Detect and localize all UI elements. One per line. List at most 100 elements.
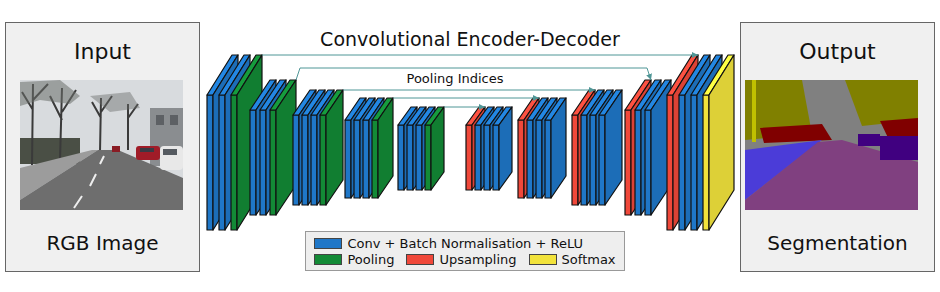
slab-front [354,120,360,198]
seg-pole [752,80,756,142]
slab-front [475,125,481,190]
slab-front [250,110,256,215]
conv-layer [599,90,622,205]
slab-front [635,110,641,215]
pooling-layer [320,90,343,205]
photo-window [156,115,164,125]
segmentation-map [745,80,918,210]
slab-front [645,110,651,215]
panel-heading: Output [799,39,875,65]
panel-caption: RGB Image [46,231,158,255]
pooling-index-line [444,107,485,108]
photo-car [136,146,160,160]
slab-front [231,95,237,230]
legend-entry: Conv + Batch Normalisation + ReLU [314,236,583,251]
photo-window [170,115,178,125]
slab-front [581,115,587,205]
legend-entry: Softmax [529,252,616,267]
slab-front [599,115,605,205]
slab-front [302,115,308,205]
pooling-layer [425,107,444,190]
slab-front [572,115,578,205]
slab-front [398,125,404,190]
legend-text: Conv + Batch Normalisation + ReLU [347,236,583,251]
slab-front [703,95,709,230]
photo-car [112,146,120,152]
pooling-index-line [393,98,539,99]
slab-front [416,125,422,190]
legend-swatch [314,238,342,249]
slab-front [260,110,266,215]
slab-side [499,107,512,190]
slab-front [691,95,697,230]
legend-text: Upsampling [439,252,516,267]
legend-box: Conv + Batch Normalisation + ReLUPooling… [305,231,624,271]
slab-front [345,120,351,198]
conv-layer [493,107,512,190]
panel-ground [740,22,935,272]
slab-front [484,125,490,190]
photo-window [163,149,177,155]
diagram-title: Convolutional Encoder-Decoder [320,29,620,51]
slab-front [207,95,213,230]
slab-side [709,55,734,230]
photo-canopy [20,80,80,106]
slab-front [219,95,225,230]
legend-entry: Pooling [314,252,394,267]
pooling-index-lines [262,55,698,107]
panel-caption: Segmentation [767,231,908,255]
photo-window [140,148,154,152]
photo-marking [74,156,104,208]
slab-side [326,90,343,205]
photo-canopy [90,92,140,112]
legend-text: Softmax [562,252,616,267]
seg-car [880,136,918,160]
pooling-index-line [343,90,595,91]
slab-front [270,110,276,215]
slab-front [311,115,317,205]
conv-layer [545,98,566,198]
slab-front [527,120,533,198]
pooling-layer [372,98,393,198]
seg-sky [745,80,918,210]
slab-front [372,120,378,198]
slab-front [466,125,472,190]
slab-front [545,120,551,198]
legend-swatch [314,254,342,265]
layer-stack [207,55,734,230]
softmax-layer [703,55,734,230]
slab-front [363,120,369,198]
seg-car [858,134,880,146]
slab-front [518,120,524,198]
legend-row: Pooling Upsampling Softmax [314,251,615,267]
slab-front [425,125,431,190]
panel-ground [5,22,200,272]
image-panel: InputRGB Image [5,22,200,272]
slab-front [293,115,299,205]
slab-front [679,95,685,230]
legend-swatch [529,254,557,265]
slab-front [320,115,326,205]
slab-front [667,95,673,230]
slab-front [493,125,499,190]
slab-side [431,107,444,190]
street-photo [20,80,183,210]
image-panel: OutputSegmentation [740,22,935,272]
slab-front [625,110,631,215]
legend-row: Conv + Batch Normalisation + ReLU [314,235,615,251]
slab-side [378,98,393,198]
photo-sky [20,80,183,210]
slab-front [407,125,413,190]
photo-car [160,146,183,170]
legend-text: Pooling [347,252,394,267]
annotation-label: Pooling Indices [405,72,506,87]
legend-swatch [406,254,434,265]
slab-front [536,120,542,198]
pooling-index-line [262,55,698,56]
slab-side [551,98,566,198]
pooling-layer [270,80,296,215]
panel-heading: Input [74,39,131,65]
legend-entry: Upsampling [406,252,516,267]
slab-side [605,90,622,205]
slab-front [590,115,596,205]
